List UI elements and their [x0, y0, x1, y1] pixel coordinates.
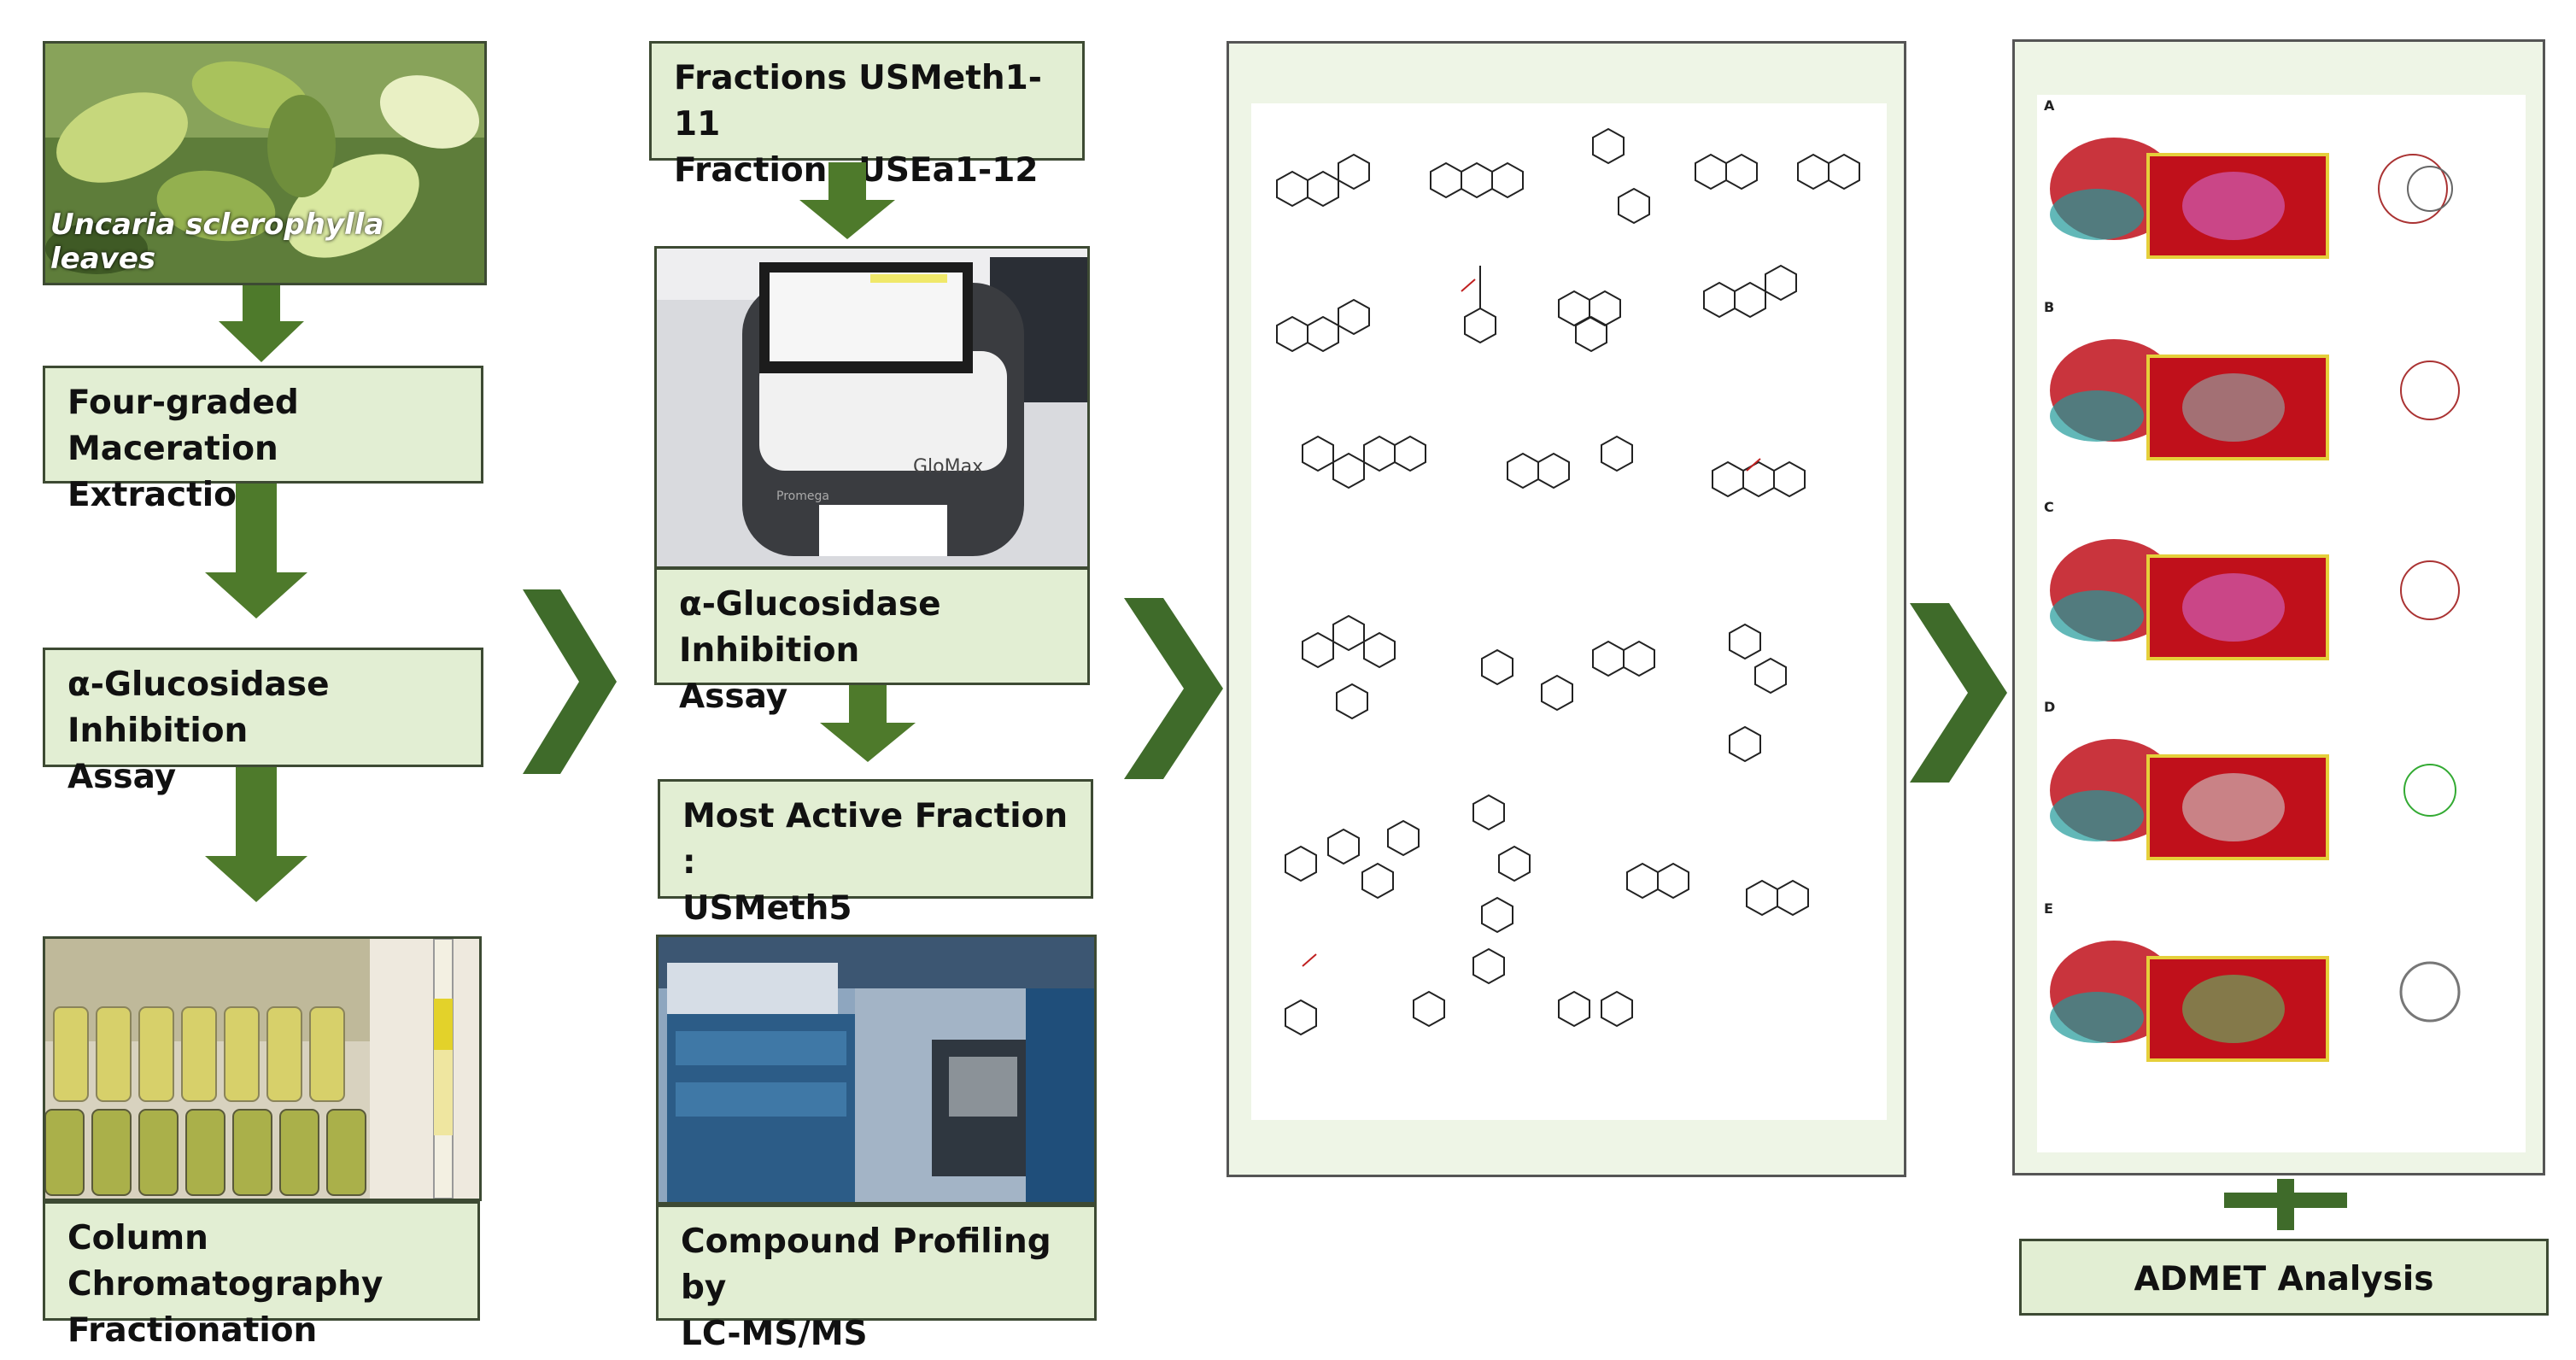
admet-label: ADMET Analysis: [2134, 1260, 2434, 1298]
active-line1: Most Active Fraction :: [682, 797, 1068, 882]
compound-profiling-box: Compound Profiling by LC-MS/MS: [656, 1205, 1097, 1353]
docking-images: A B C D E: [2044, 97, 2461, 1062]
lcms-instrument-photo: [656, 935, 1097, 1205]
plate-reader-illustration: GloMax Promega: [657, 249, 1087, 566]
compound-structures-panel: [1227, 41, 1906, 1177]
test-tubes-illustration: [45, 939, 479, 1199]
chromatography-line2: Fractionation: [67, 1310, 318, 1350]
assay1-line2: Assay: [67, 757, 177, 796]
active-line2: USMeth5: [682, 888, 852, 928]
down-arrow-4: [799, 162, 895, 239]
most-active-fraction-box: Most Active Fraction : USMeth5: [658, 779, 1093, 928]
admet-analysis-box: ADMET Analysis: [2019, 1239, 2549, 1316]
assay1-line1: α-Glucosidase Inhibition: [67, 665, 330, 750]
maceration-line1: Four-graded Maceration: [67, 384, 299, 468]
down-arrow-3: [205, 767, 307, 902]
photo-caption: Uncaria sclerophylla leaves: [50, 208, 384, 276]
panel-letter-d: D: [2044, 699, 2055, 715]
plus-connector-icon: [2224, 1179, 2347, 1230]
leaves-photo: Uncaria sclerophylla leaves: [43, 41, 487, 285]
docking-results-panel: A B C D E: [2012, 39, 2545, 1175]
down-arrow-1: [219, 285, 304, 362]
chemical-structures: [1276, 127, 1860, 1036]
assay2-line2: Assay: [679, 677, 788, 716]
structures-sheet: [1251, 103, 1887, 1120]
chevron-right-icon-2: [1124, 598, 1223, 779]
maceration-line2: Extraction: [67, 475, 261, 514]
panel-letter-e: E: [2044, 900, 2053, 917]
down-arrow-5: [820, 685, 916, 762]
fractions-box: Fractions USMeth1-11 Fractions USEa1-12: [649, 41, 1085, 190]
device-label: GloMax: [913, 456, 983, 478]
panel-letter-b: B: [2044, 299, 2054, 315]
chromatography-line1: Column Chromatography: [67, 1219, 383, 1304]
chevron-right-icon-1: [523, 589, 617, 774]
leaves-illustration: [45, 44, 484, 283]
panel-letter-c: C: [2044, 499, 2054, 515]
glomax-device-photo: GloMax Promega: [654, 246, 1090, 569]
glucosidase-assay-box-2: α-Glucosidase Inhibition Assay: [654, 567, 1090, 716]
panel-letter-a: A: [2044, 97, 2055, 114]
column-chromatography-photo: [43, 936, 482, 1201]
chromatography-fractionation-box: Column Chromatography Fractionation: [43, 1201, 480, 1350]
lcms-illustration: [659, 937, 1094, 1202]
fractions-line1: Fractions USMeth1-11: [674, 59, 1042, 144]
chevron-right-icon-3: [1910, 603, 2007, 783]
assay2-line1: α-Glucosidase Inhibition: [679, 585, 941, 670]
down-arrow-2: [205, 484, 307, 618]
glucosidase-assay-box-1: α-Glucosidase Inhibition Assay: [43, 648, 483, 796]
docking-sheet: A B C D E: [2037, 95, 2526, 1152]
profiling-line2: LC-MS/MS: [681, 1314, 868, 1353]
profiling-line1: Compound Profiling by: [681, 1222, 1051, 1307]
maceration-extraction-box: Four-graded Maceration Extraction: [43, 366, 483, 514]
device-brand: Promega: [776, 489, 829, 503]
